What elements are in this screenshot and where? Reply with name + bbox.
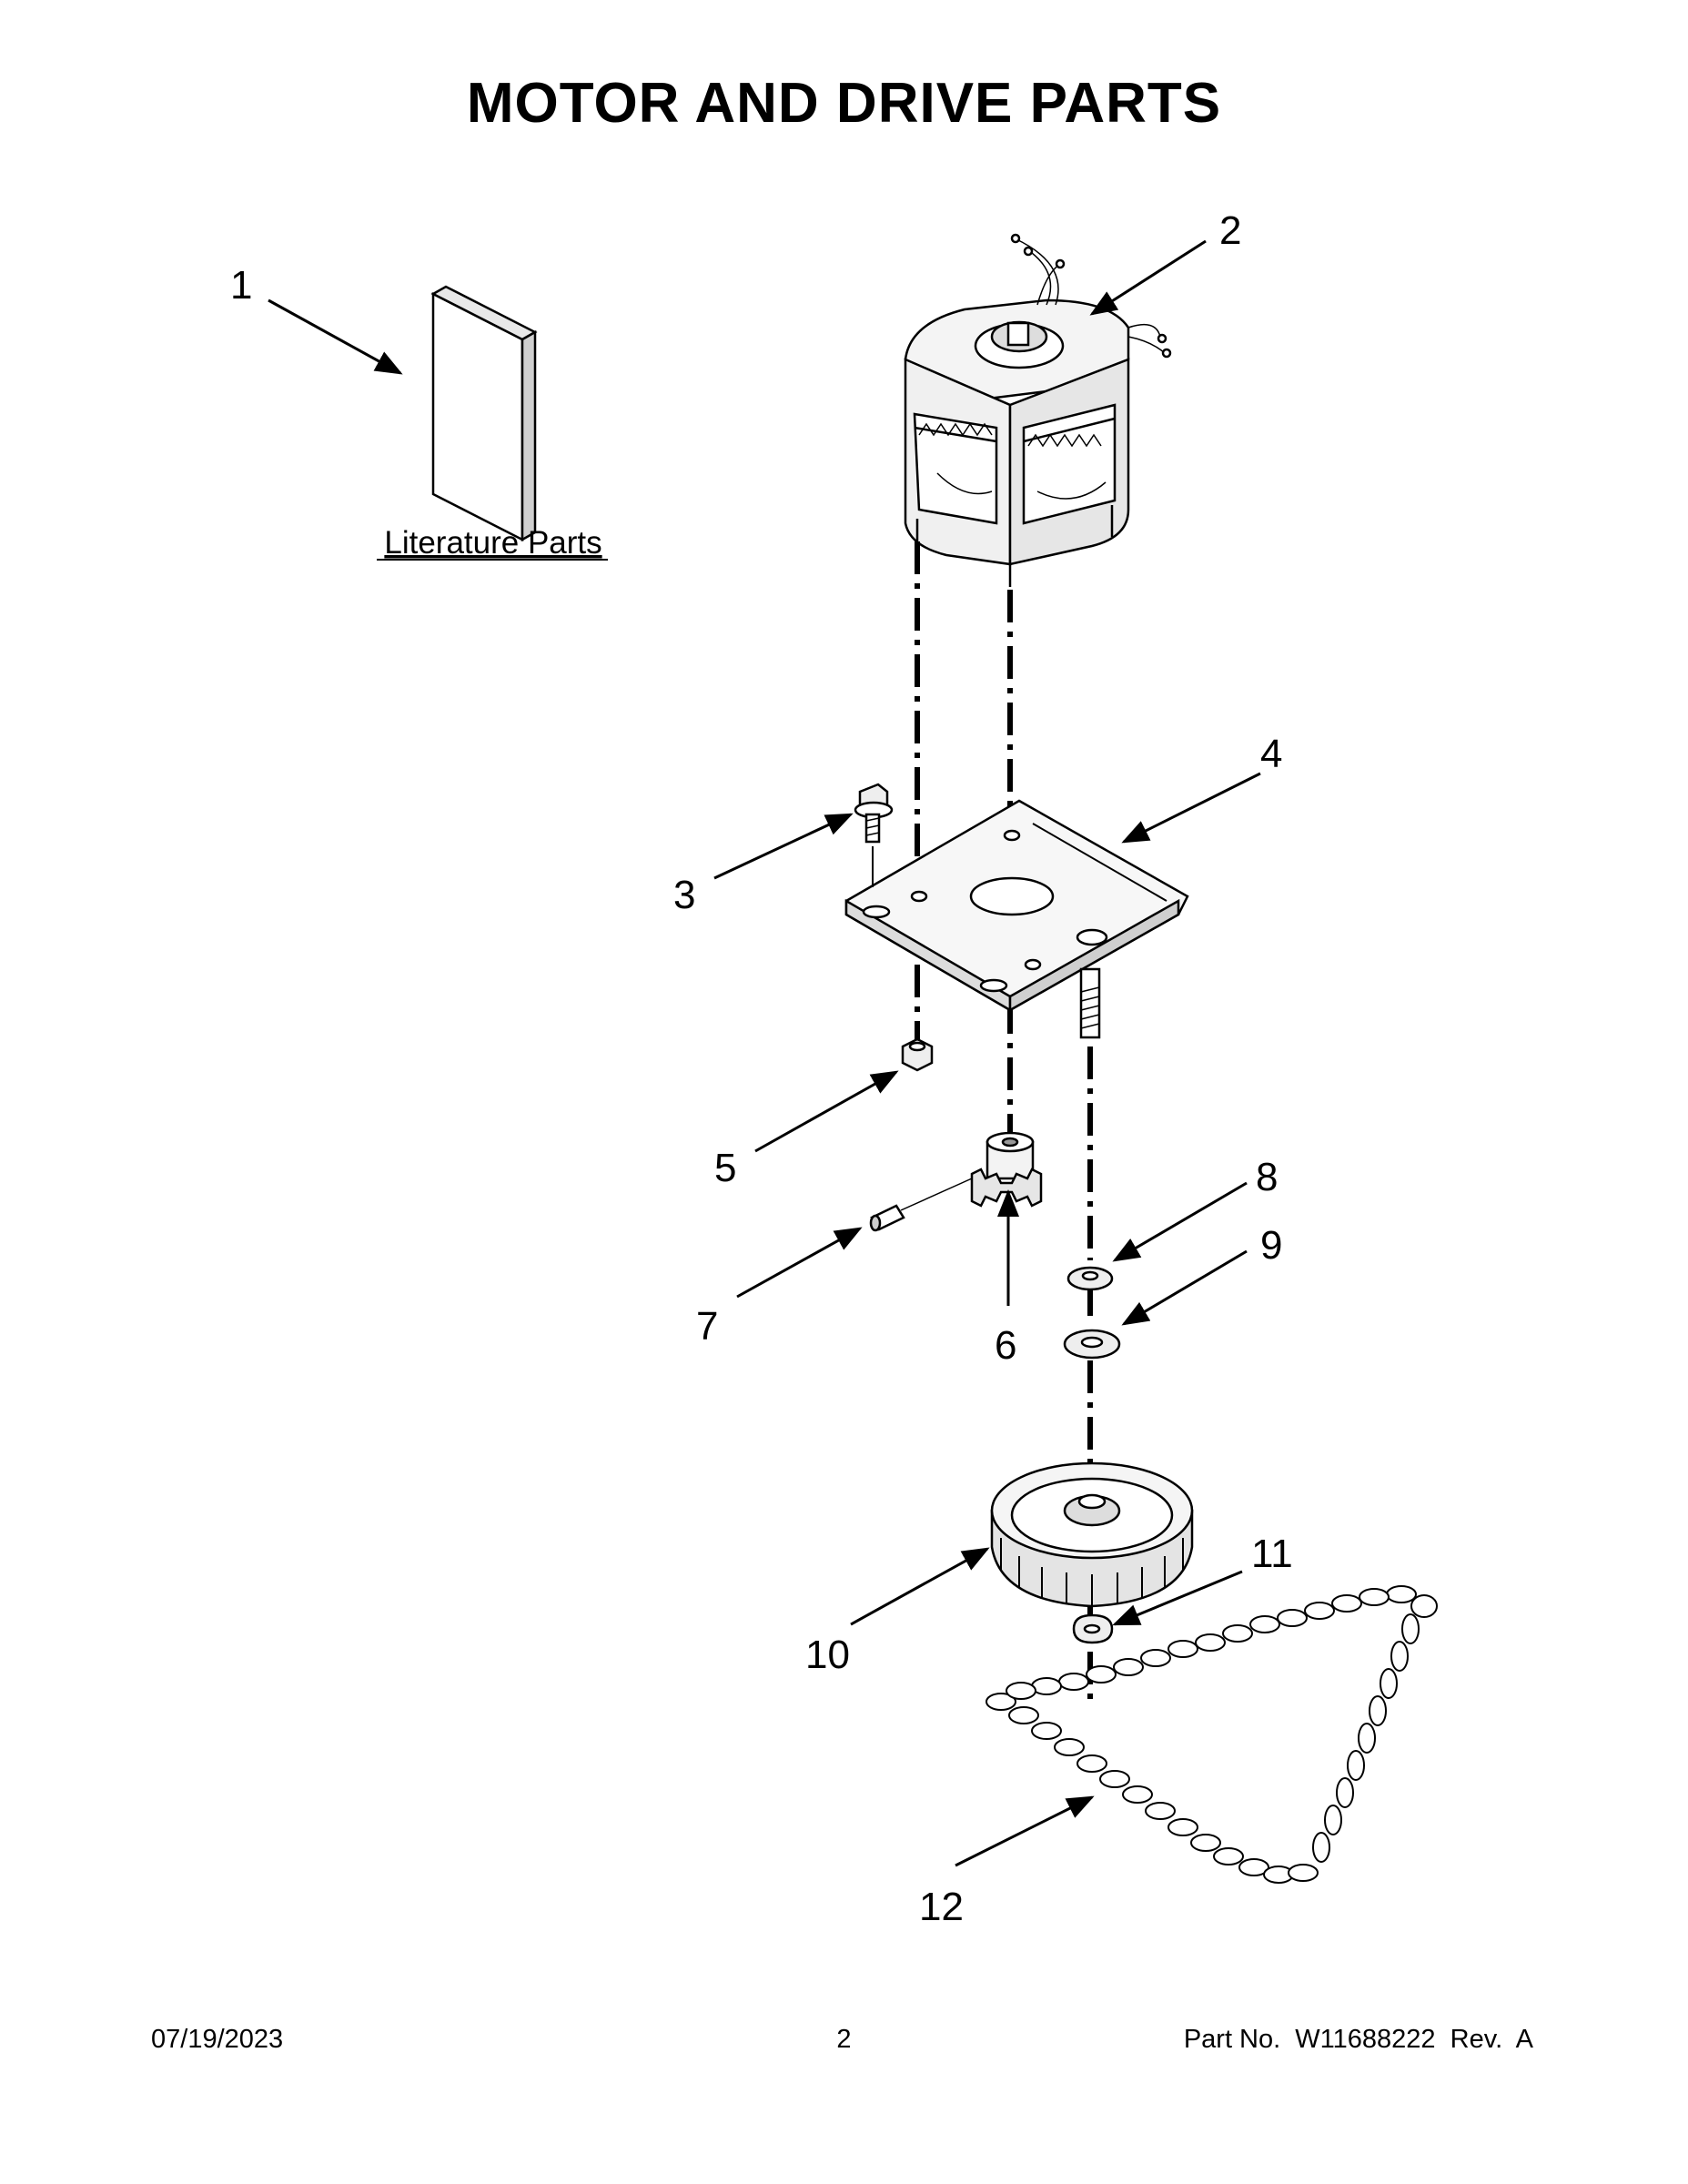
callout-1: 1: [230, 263, 252, 308]
stud-icon: [1079, 967, 1101, 1039]
callout-8: 8: [1256, 1155, 1278, 1199]
callout-5: 5: [714, 1146, 736, 1190]
roll-pin-icon: [869, 1178, 973, 1232]
callout-2: 2: [1219, 208, 1241, 253]
washer-large-icon: [1063, 1329, 1121, 1360]
motor-mount-plate-icon: [844, 799, 1189, 1013]
callout-10: 10: [805, 1633, 850, 1677]
callout-9: 9: [1260, 1223, 1282, 1268]
page-title: MOTOR AND DRIVE PARTS: [466, 72, 1222, 135]
callout-7: 7: [696, 1304, 718, 1349]
washer-small-icon: [1066, 1266, 1114, 1291]
nut-icon: [901, 1037, 934, 1072]
drive-chain-icon: [986, 1585, 1438, 1884]
motor-icon: [904, 233, 1172, 587]
leader-arrows: [268, 239, 1261, 1867]
footer-part-number: Part No. W11688222 Rev. A: [1183, 2025, 1533, 2054]
footer-page-number: 2: [836, 2025, 852, 2054]
callout-12: 12: [919, 1885, 964, 1929]
footer-date: 07/19/2023: [151, 2025, 284, 2054]
retaining-clip-icon: [1072, 1613, 1114, 1644]
pinion-gear-icon: [970, 1131, 1043, 1208]
drive-gear-icon: [990, 1461, 1194, 1608]
callout-11: 11: [1251, 1532, 1293, 1576]
screw-icon: [854, 783, 894, 887]
callout-3: 3: [673, 873, 695, 917]
literature-parts-icon: [430, 285, 538, 542]
callout-4: 4: [1260, 732, 1282, 776]
callout-6: 6: [995, 1323, 1016, 1368]
literature-parts-label: Literature Parts: [384, 525, 601, 561]
